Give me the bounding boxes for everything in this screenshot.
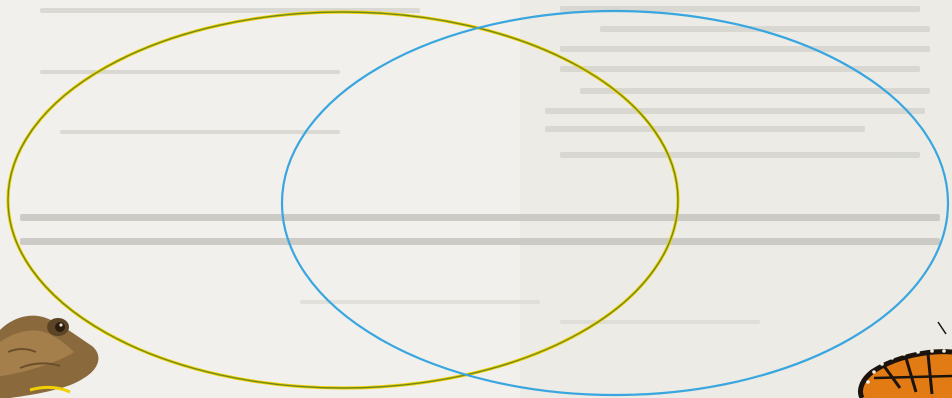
butterfly-icon — [860, 322, 952, 398]
right-set-circle[interactable] — [282, 11, 948, 395]
left-set-circle[interactable] — [8, 12, 678, 388]
frog-icon — [0, 316, 98, 398]
